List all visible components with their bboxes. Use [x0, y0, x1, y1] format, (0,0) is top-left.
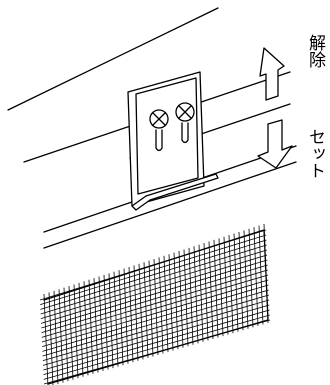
mesh-vertical-line — [118, 270, 124, 366]
mesh-vertical-line — [128, 266, 134, 363]
mesh-horizontal-line — [42, 289, 269, 357]
mesh-vertical-line — [148, 260, 154, 357]
mesh-vertical-line — [133, 265, 139, 361]
mesh-vertical-line — [143, 262, 149, 358]
mesh-vertical-line — [183, 249, 189, 347]
mesh-vertical-line — [153, 258, 159, 356]
mesh-horizontal-line — [42, 294, 270, 362]
mesh-vertical-line — [158, 257, 164, 354]
mesh-vertical-line — [113, 271, 119, 367]
mesh-vertical-line — [173, 252, 179, 350]
mesh-vertical-line — [248, 228, 254, 328]
mesh-vertical-line — [203, 243, 209, 341]
set-arrow-icon — [257, 119, 293, 169]
mesh-vertical-line — [123, 268, 129, 364]
release-arrow-icon — [259, 47, 285, 101]
mesh-vertical-line — [228, 235, 234, 334]
mesh-vertical-line — [138, 263, 144, 360]
mesh-vertical-line — [223, 236, 229, 335]
mesh-vertical-line — [163, 255, 169, 353]
mesh-vertical-line — [88, 279, 94, 374]
screen-mesh — [39, 223, 271, 385]
mesh-horizontal-line — [43, 319, 271, 385]
mesh-horizontal-line — [42, 284, 269, 352]
mesh-vertical-line — [193, 246, 199, 344]
top-frame-line — [7, 7, 219, 111]
mesh-vertical-line — [168, 254, 174, 351]
release-label: 解除 — [305, 34, 325, 68]
mesh-horizontal-line — [40, 234, 267, 306]
screw-right — [175, 102, 195, 144]
mesh-vertical-line — [243, 230, 249, 329]
mesh-vertical-line — [233, 233, 239, 332]
mesh-horizontal-line — [40, 244, 267, 315]
mesh-vertical-line — [83, 281, 89, 376]
mesh-horizontal-line — [40, 249, 268, 320]
mesh-horizontal-line — [43, 314, 270, 380]
mesh-vertical-line — [258, 225, 264, 325]
mesh-horizontal-line — [41, 274, 269, 343]
mesh-horizontal-line — [40, 239, 267, 310]
mesh-vertical-line — [108, 273, 114, 369]
mesh-horizontal-line — [43, 304, 270, 371]
mesh-horizontal-line — [43, 299, 270, 366]
mesh-vertical-line — [208, 241, 214, 340]
mesh-vertical-line — [263, 223, 269, 324]
mesh-horizontal-line — [43, 309, 270, 376]
mesh-vertical-line — [73, 284, 79, 379]
mesh-vertical-line — [98, 276, 104, 372]
mesh-vertical-line — [253, 227, 259, 326]
mounting-bracket — [127, 71, 219, 211]
mesh-vertical-line — [58, 289, 64, 383]
mesh-vertical-line — [103, 274, 109, 370]
mesh-vertical-line — [63, 287, 69, 382]
mesh-horizontal-line — [41, 259, 268, 329]
set-label: セット — [305, 128, 325, 179]
mesh-vertical-line — [78, 282, 84, 377]
mesh-vertical-line — [188, 247, 194, 345]
mesh-vertical-line — [213, 239, 219, 338]
mesh-horizontal-line — [42, 279, 269, 348]
lower-rail-inner-line — [43, 161, 297, 249]
mesh-horizontal-line — [40, 254, 268, 324]
mesh-vertical-line — [68, 286, 74, 380]
mesh-vertical-line — [218, 238, 224, 337]
mesh-vertical-line — [178, 251, 184, 348]
screw-left — [149, 109, 169, 152]
mesh-vertical-line — [93, 278, 99, 373]
mesh-horizontal-line — [41, 264, 268, 334]
mesh-horizontal-line — [41, 269, 268, 338]
mesh-horizontal-line — [39, 229, 267, 301]
mesh-vertical-line — [238, 231, 244, 331]
